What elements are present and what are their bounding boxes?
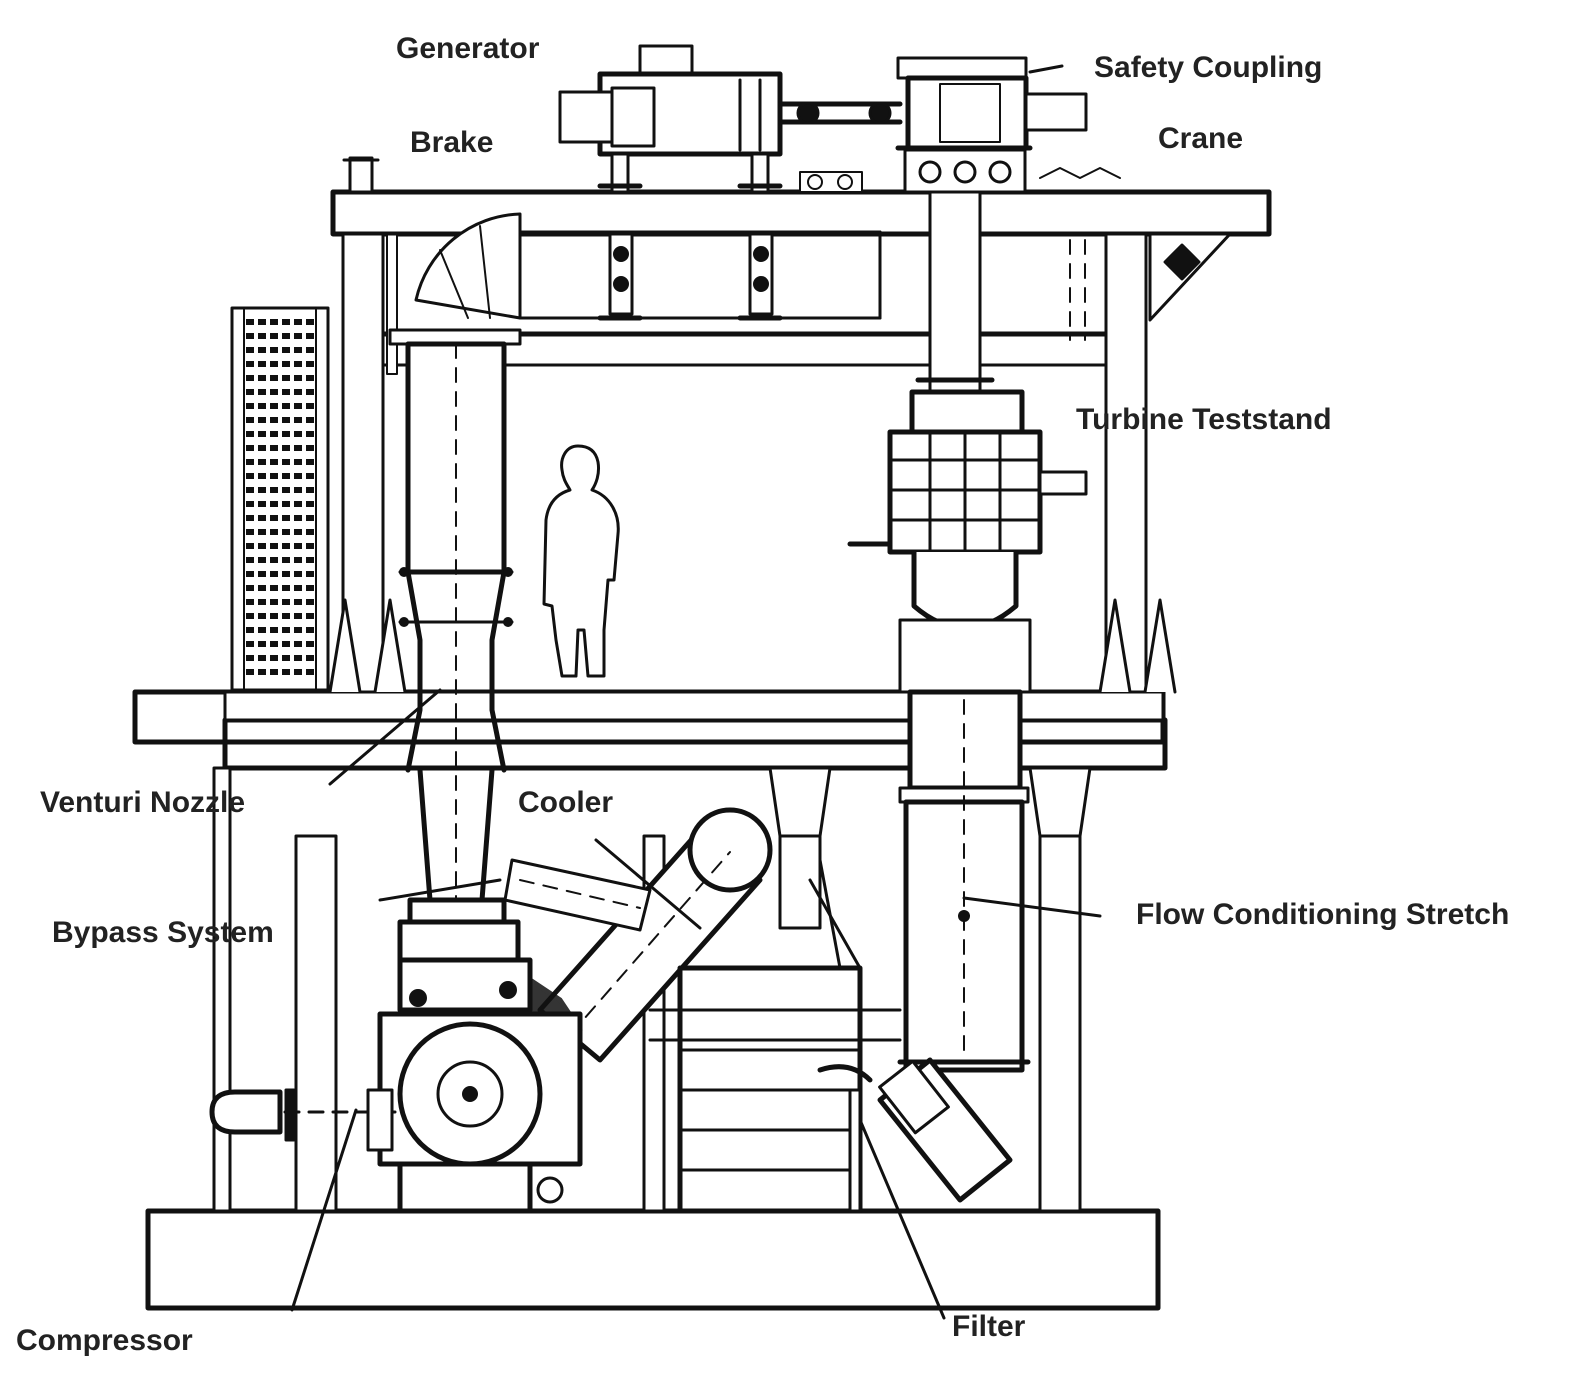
heat-exchanger-panel: [230, 306, 330, 692]
leader-lines: [290, 64, 1102, 1320]
generator-unit: [558, 44, 783, 194]
label-flow-conditioning-stretch: Flow Conditioning Stretch: [1136, 898, 1509, 931]
venturi-pipe: [388, 328, 522, 973]
label-safety-coupling: Safety Coupling: [1094, 51, 1322, 84]
compressor-unit: [209, 957, 583, 1214]
label-bypass-system: Bypass System: [52, 916, 274, 949]
crane-unit: [799, 167, 1121, 341]
flow-conditioning-pipe: [897, 689, 1031, 1073]
brake-supports: [597, 232, 783, 321]
label-generator: Generator: [396, 32, 540, 65]
lower-columns: [212, 766, 1092, 1213]
foundation-slab: [145, 1208, 1161, 1311]
label-cooler: Cooler: [518, 786, 613, 819]
bypass-duct: [503, 858, 652, 932]
label-crane: Crane: [1158, 122, 1243, 155]
filter-unit: [817, 1057, 1013, 1213]
cooler-housing: [648, 858, 902, 1214]
turbine-teststand: [847, 190, 1088, 694]
drive-shaft: [777, 101, 903, 125]
person-silhouette: [542, 444, 620, 678]
label-venturi-nozzle: Venturi Nozzle: [40, 786, 245, 819]
top-duct-elbow: [414, 212, 882, 320]
label-filter: Filter: [952, 1310, 1026, 1343]
label-compressor: Compressor: [16, 1324, 193, 1357]
label-turbine-teststand: Turbine Teststand: [1076, 403, 1332, 436]
safety-coupling-unit: [895, 56, 1088, 194]
label-brake: Brake: [410, 126, 493, 159]
